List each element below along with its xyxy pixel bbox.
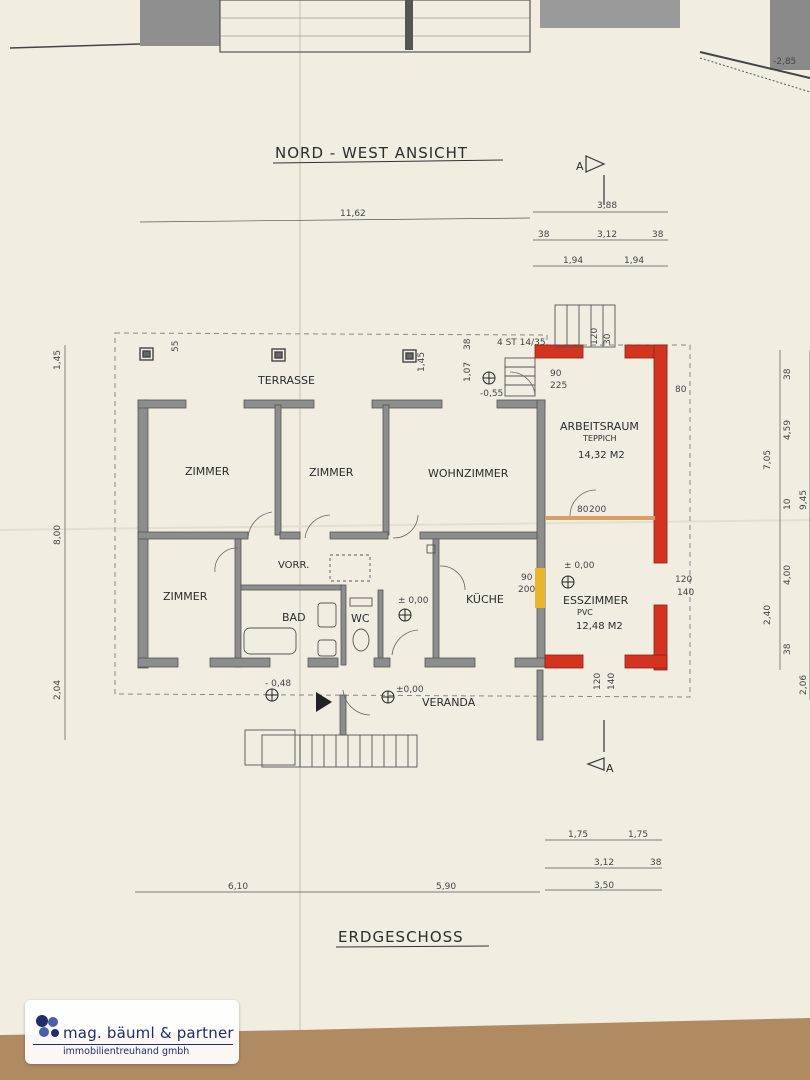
svg-text:38: 38: [652, 230, 664, 240]
level-entry: - 0,48: [265, 679, 291, 689]
walls: [137, 399, 546, 741]
entrance-arrow-icon: [316, 692, 332, 712]
room-veranda: VERANDA: [422, 696, 476, 709]
svg-text:10: 10: [783, 498, 793, 510]
arbeitsraum-partition: [545, 516, 655, 520]
level-markers: [265, 371, 575, 704]
svg-text:3,88: 3,88: [597, 201, 617, 211]
room-arbeitsraum: ARBEITSRAUM: [560, 420, 639, 433]
bathroom-fixtures: [243, 544, 436, 657]
svg-text:1,45: 1,45: [53, 350, 63, 370]
svg-text:38: 38: [783, 643, 793, 655]
svg-text:4,00: 4,00: [783, 565, 793, 585]
section-marker-top: A: [576, 155, 606, 205]
svg-text:1,75: 1,75: [628, 830, 648, 840]
svg-text:A: A: [606, 762, 614, 775]
level-kueche: ± 0,00: [398, 596, 429, 606]
paper-fold-horizontal: [0, 519, 810, 531]
esszimmer-area: 12,48 M2: [576, 621, 623, 632]
new-walls: [534, 344, 668, 671]
svg-text:7,05: 7,05: [763, 450, 773, 470]
room-wohnzimmer: WOHNZIMMER: [428, 467, 509, 480]
svg-text:90: 90: [521, 573, 533, 583]
room-kueche: KÜCHE: [466, 593, 504, 606]
svg-text:55: 55: [171, 341, 181, 352]
svg-text:A: A: [576, 160, 584, 173]
svg-text:1,75: 1,75: [568, 830, 588, 840]
room-wc: WC: [351, 612, 370, 625]
level-esszimmer: ± 0,00: [564, 561, 595, 571]
logo-subtitle: immobilientreuhand gmbh: [63, 1046, 190, 1057]
level-elevation: -2,85: [773, 57, 796, 67]
svg-text:120: 120: [593, 673, 603, 690]
terrace-columns: [139, 347, 417, 363]
svg-text:38: 38: [650, 858, 662, 868]
company-logo: mag. bäuml & partner immobilientreuhand …: [25, 1000, 239, 1064]
svg-text:140: 140: [677, 588, 694, 598]
svg-text:80: 80: [675, 385, 687, 395]
logo-mark-icon: [36, 1015, 59, 1037]
svg-text:1,94: 1,94: [563, 256, 583, 266]
elevation-drawing: [9, 0, 810, 93]
svg-text:4,59: 4,59: [783, 420, 793, 440]
svg-text:200: 200: [518, 585, 535, 595]
svg-text:38: 38: [538, 230, 550, 240]
svg-text:1,07: 1,07: [463, 362, 473, 382]
stair-note: 4 ST 14/35: [497, 338, 546, 348]
room-bad: BAD: [282, 611, 306, 624]
svg-text:1,45: 1,45: [417, 352, 427, 372]
svg-text:8,00: 8,00: [53, 525, 63, 545]
svg-text:3,12: 3,12: [597, 230, 617, 240]
svg-text:2,40: 2,40: [763, 605, 773, 625]
svg-text:140: 140: [607, 673, 617, 690]
paper-sheet: [0, 0, 810, 1035]
svg-text:5,90: 5,90: [436, 882, 456, 892]
logo-divider: [33, 1044, 233, 1045]
room-zimmer-2: ZIMMER: [309, 466, 354, 479]
dimension-labels: 11,62 3,88 38 3,12 38 1,94 1,94 1,45 8,0…: [53, 201, 809, 892]
svg-text:2,04: 2,04: [53, 680, 63, 700]
room-esszimmer: ESSZIMMER: [563, 594, 629, 607]
room-zimmer-1: ZIMMER: [185, 465, 230, 478]
svg-text:1,94: 1,94: [624, 256, 644, 266]
svg-text:30: 30: [603, 333, 613, 345]
esszimmer-floor: PVC: [577, 608, 593, 617]
svg-text:38: 38: [463, 338, 473, 350]
svg-text:38: 38: [783, 368, 793, 380]
svg-text:90: 90: [550, 369, 562, 379]
svg-text:200: 200: [589, 505, 606, 515]
arbeitsraum-area: 14,32 M2: [578, 450, 625, 461]
logo-company-name: mag. bäuml & partner: [63, 1024, 234, 1042]
room-terrasse: TERRASSE: [257, 374, 315, 387]
svg-text:120: 120: [590, 328, 600, 345]
elevation-title: NORD - WEST ANSICHT: [275, 144, 468, 162]
svg-text:3,12: 3,12: [594, 858, 614, 868]
svg-text:120: 120: [675, 575, 692, 585]
section-marker-bottom: A: [586, 720, 614, 775]
svg-text:11,62: 11,62: [340, 209, 366, 219]
arbeitsraum-floor: TEPPICH: [582, 434, 617, 443]
door-swings: [214, 371, 597, 716]
level-veranda: ±0,00: [396, 685, 424, 695]
svg-text:9,45: 9,45: [799, 490, 809, 510]
stairs: [244, 304, 616, 768]
svg-text:225: 225: [550, 381, 567, 391]
svg-text:6,10: 6,10: [228, 882, 248, 892]
svg-text:3,50: 3,50: [594, 881, 614, 891]
dimension-lines: [64, 211, 810, 893]
floor-title: ERDGESCHOSS: [338, 928, 464, 946]
level-terrasse: -0,55: [480, 389, 503, 399]
kitchen-door-marker: [535, 568, 545, 608]
room-vorraum: VORR.: [278, 560, 309, 571]
room-zimmer-3: ZIMMER: [163, 590, 208, 603]
outline-dashed: [114, 332, 691, 698]
svg-text:80: 80: [577, 505, 589, 515]
svg-text:2,06: 2,06: [799, 675, 809, 695]
